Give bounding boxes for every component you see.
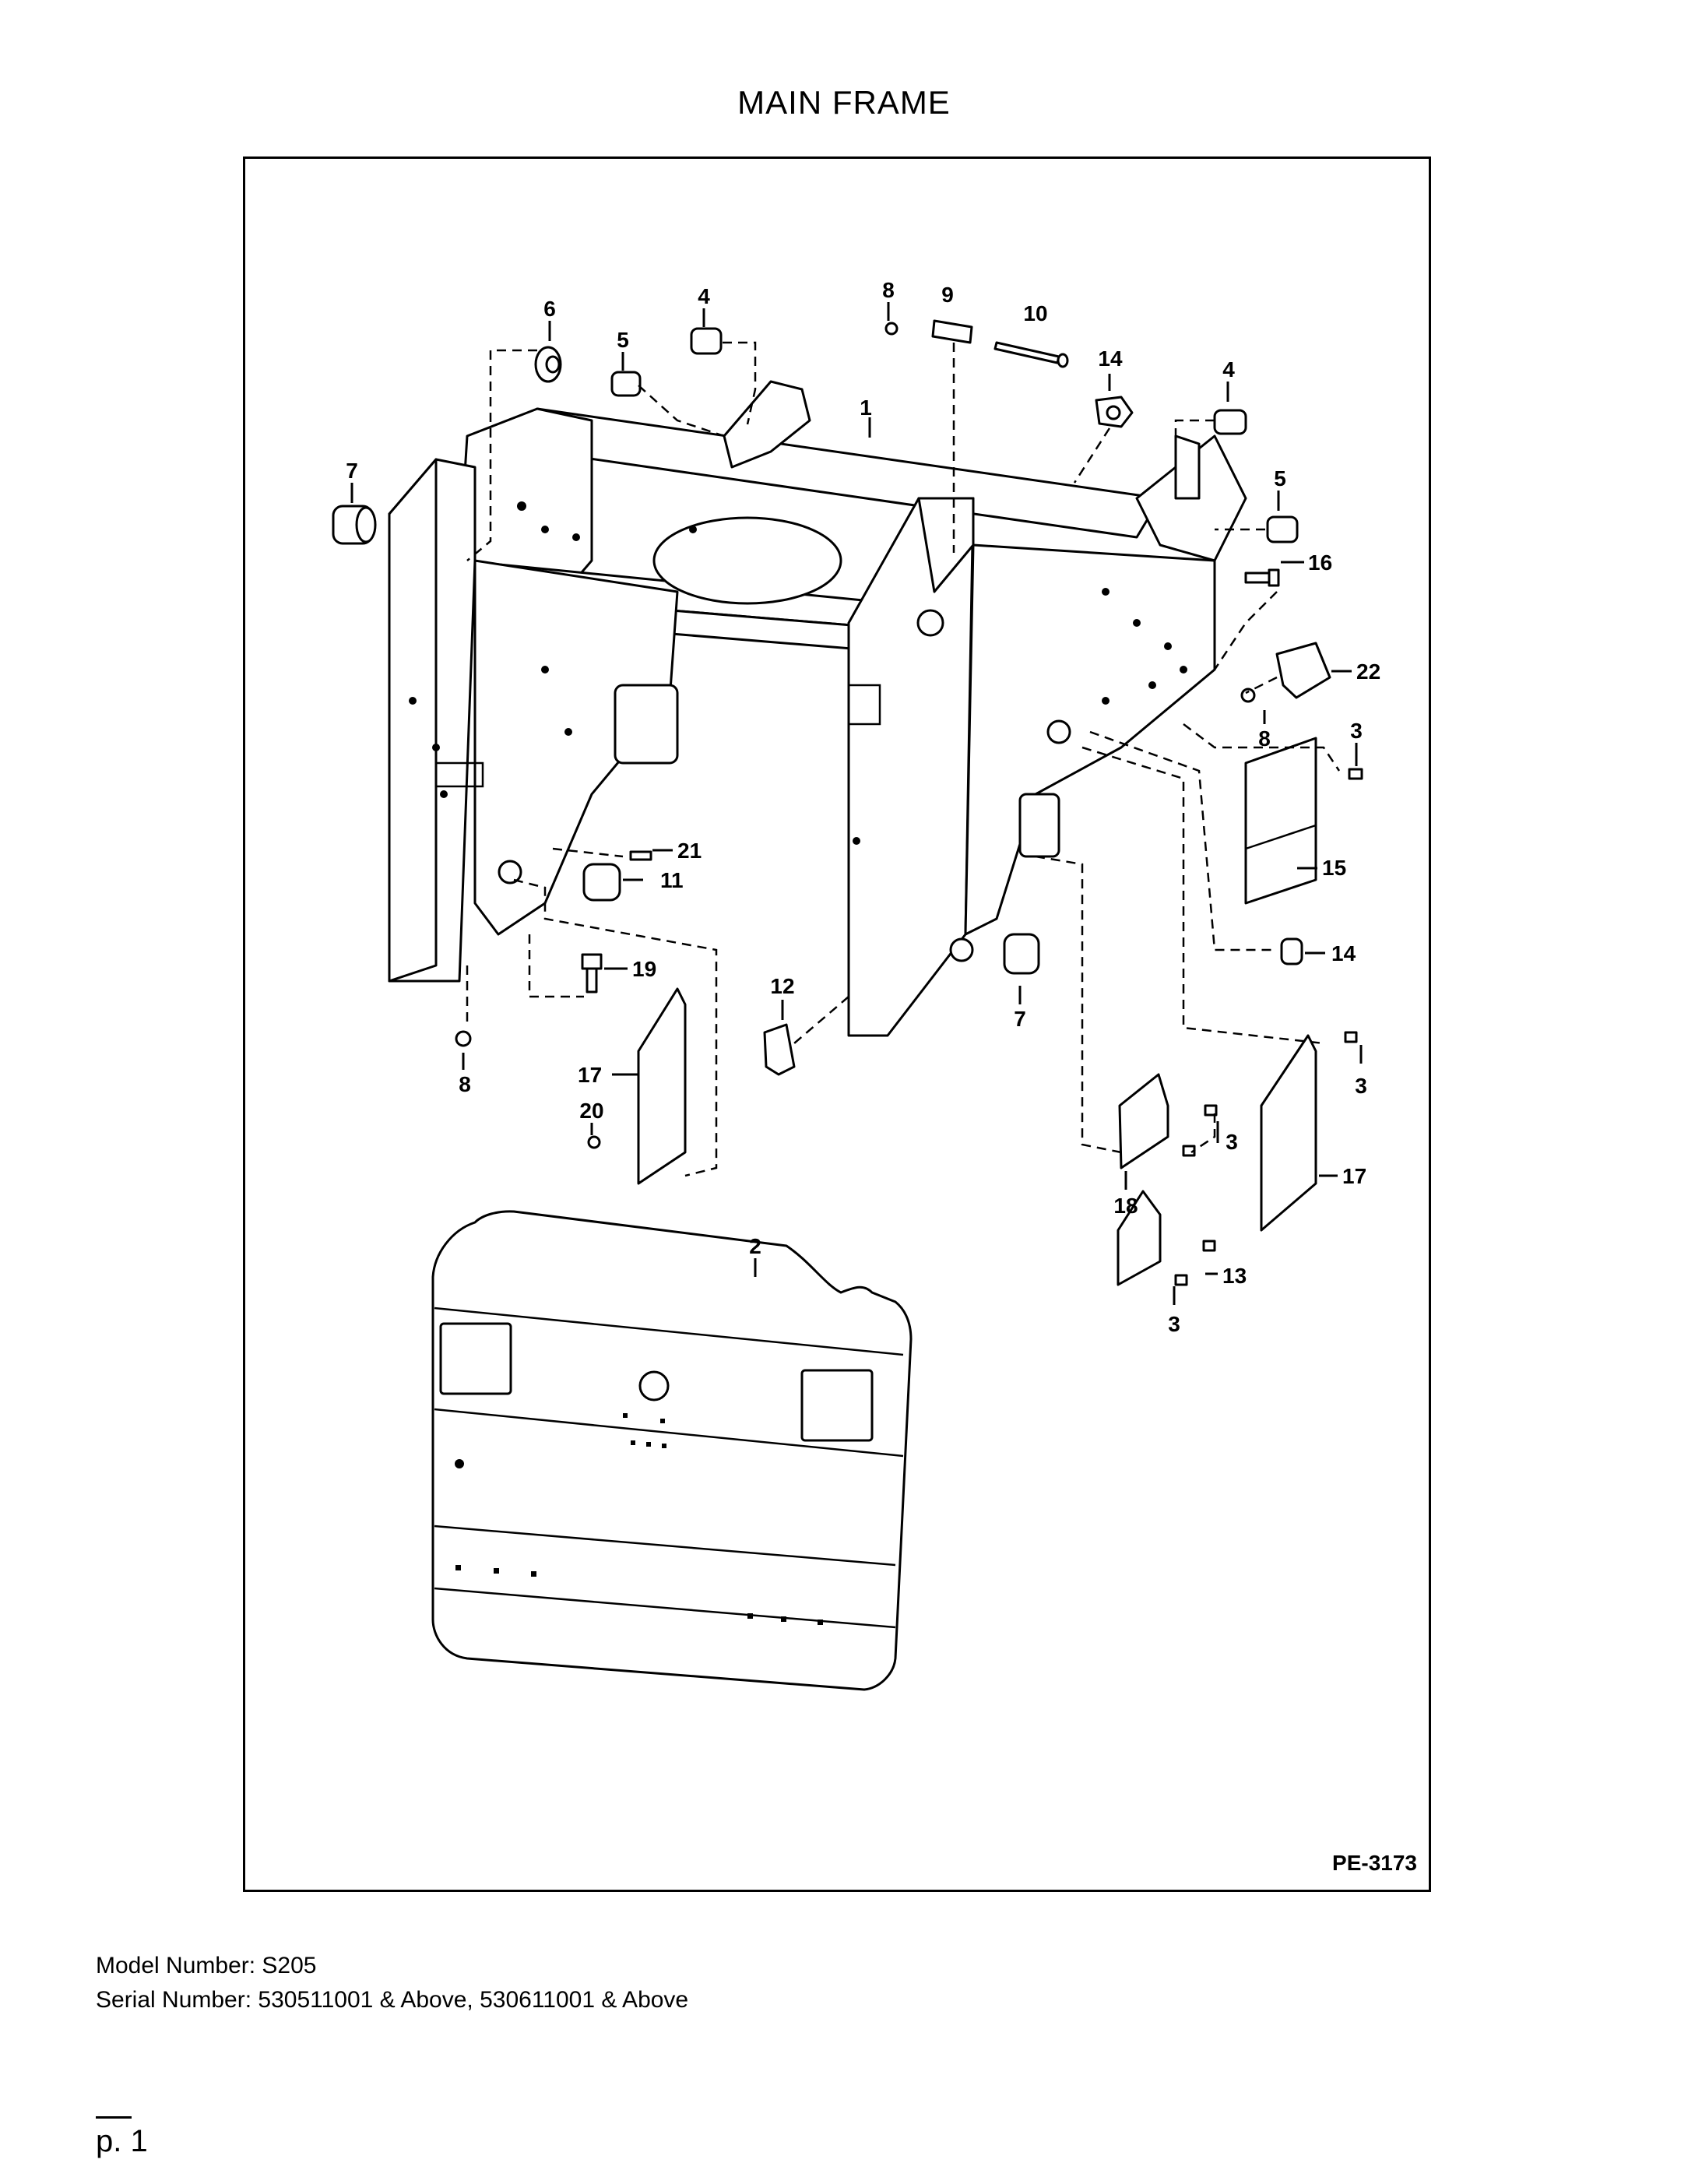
nut-part-8-right: [1240, 688, 1256, 703]
nut-part-8-left: [455, 1030, 472, 1047]
callout-3: 3: [1168, 1312, 1180, 1336]
callout-1: 1: [860, 396, 872, 420]
callout-9: 9: [941, 283, 954, 307]
serial-number: Serial Number: 530511001 & Above, 530611…: [96, 1987, 689, 2013]
bushing-part-4-left: [690, 327, 723, 355]
callout-3: 3: [1350, 719, 1363, 743]
callout-8: 8: [882, 278, 895, 302]
bolt-part-21: [629, 850, 652, 861]
bushing-part-5-left: [610, 371, 642, 397]
callout-22: 22: [1356, 659, 1380, 684]
page-number: p. 1: [96, 2124, 148, 2158]
callout-21: 21: [677, 839, 702, 863]
sleeve-part-9: [931, 319, 973, 344]
callout-7: 7: [346, 459, 358, 483]
bushing-part-6: [534, 346, 562, 383]
callout-11: 11: [660, 868, 684, 892]
callout-14: 14: [1331, 941, 1356, 965]
bracket-part-12: [763, 1023, 796, 1076]
panel-part-17-left: [637, 987, 687, 1185]
rear-cover-part-2: [431, 1210, 913, 1691]
panel-part-18-upper: [1118, 1073, 1169, 1169]
callout-7: 7: [1014, 1007, 1026, 1031]
callout-17: 17: [578, 1063, 602, 1087]
callout-17: 17: [1342, 1164, 1366, 1188]
bushing-part-7-right: [1003, 933, 1040, 975]
callout-15: 15: [1322, 856, 1346, 880]
screw-part-3-b: [1344, 1031, 1358, 1043]
panel-part-18-lower: [1117, 1190, 1162, 1286]
callout-20: 20: [579, 1099, 603, 1123]
bushing-part-7-left: [332, 505, 377, 545]
page-rule: [96, 2116, 132, 2119]
callout-4: 4: [698, 284, 710, 308]
callout-2: 2: [749, 1234, 761, 1258]
screw-part-3-a: [1348, 768, 1363, 780]
callout-12: 12: [770, 974, 794, 998]
callout-8: 8: [1258, 726, 1271, 751]
mount-part-14-top: [1095, 396, 1134, 428]
nut-part-8-top: [884, 322, 899, 336]
drawing-reference-number: PE-3173: [1332, 1851, 1417, 1875]
callout-19: 19: [632, 957, 656, 981]
model-number: Model Number: S205: [96, 1953, 317, 1978]
callout-5: 5: [1274, 466, 1286, 491]
bolt-part-19: [581, 953, 603, 994]
callout-18: 18: [1113, 1194, 1138, 1218]
callout-3: 3: [1226, 1130, 1238, 1154]
diagram-border: [243, 157, 1431, 1892]
panel-part-17-right: [1260, 1034, 1317, 1232]
screw-part-20: [587, 1135, 601, 1149]
cover-part-22: [1275, 642, 1331, 699]
callout-5: 5: [617, 328, 629, 352]
page-title: MAIN FRAME: [737, 84, 951, 121]
mount-part-14-right: [1280, 937, 1303, 965]
bushing-part-5-right: [1266, 515, 1299, 543]
screws-part-13: [1174, 1240, 1216, 1286]
bolt-part-16: [1244, 568, 1280, 587]
main-frame-part: [388, 380, 1247, 1037]
pin-part-10: [993, 341, 1069, 368]
callout-16: 16: [1308, 550, 1332, 575]
callout-4: 4: [1222, 357, 1235, 382]
plate-part-15: [1244, 737, 1317, 905]
callout-14: 14: [1098, 346, 1123, 371]
callout-3: 3: [1355, 1074, 1367, 1098]
callout-labels: 1 2 3 3 3 3 4 4 5 5 6 7 7 8 8 8 9 10 11 …: [346, 278, 1380, 1336]
screws-part-3-c: [1182, 1104, 1218, 1157]
callout-10: 10: [1023, 301, 1047, 325]
callout-8: 8: [459, 1072, 471, 1096]
bushing-part-4-right: [1213, 409, 1247, 435]
callout-13: 13: [1222, 1264, 1247, 1288]
assembly-dashed-lines: [466, 341, 1341, 1177]
bushing-part-11: [582, 863, 621, 902]
callout-leaders: [350, 302, 1363, 1305]
callout-6: 6: [543, 297, 556, 321]
